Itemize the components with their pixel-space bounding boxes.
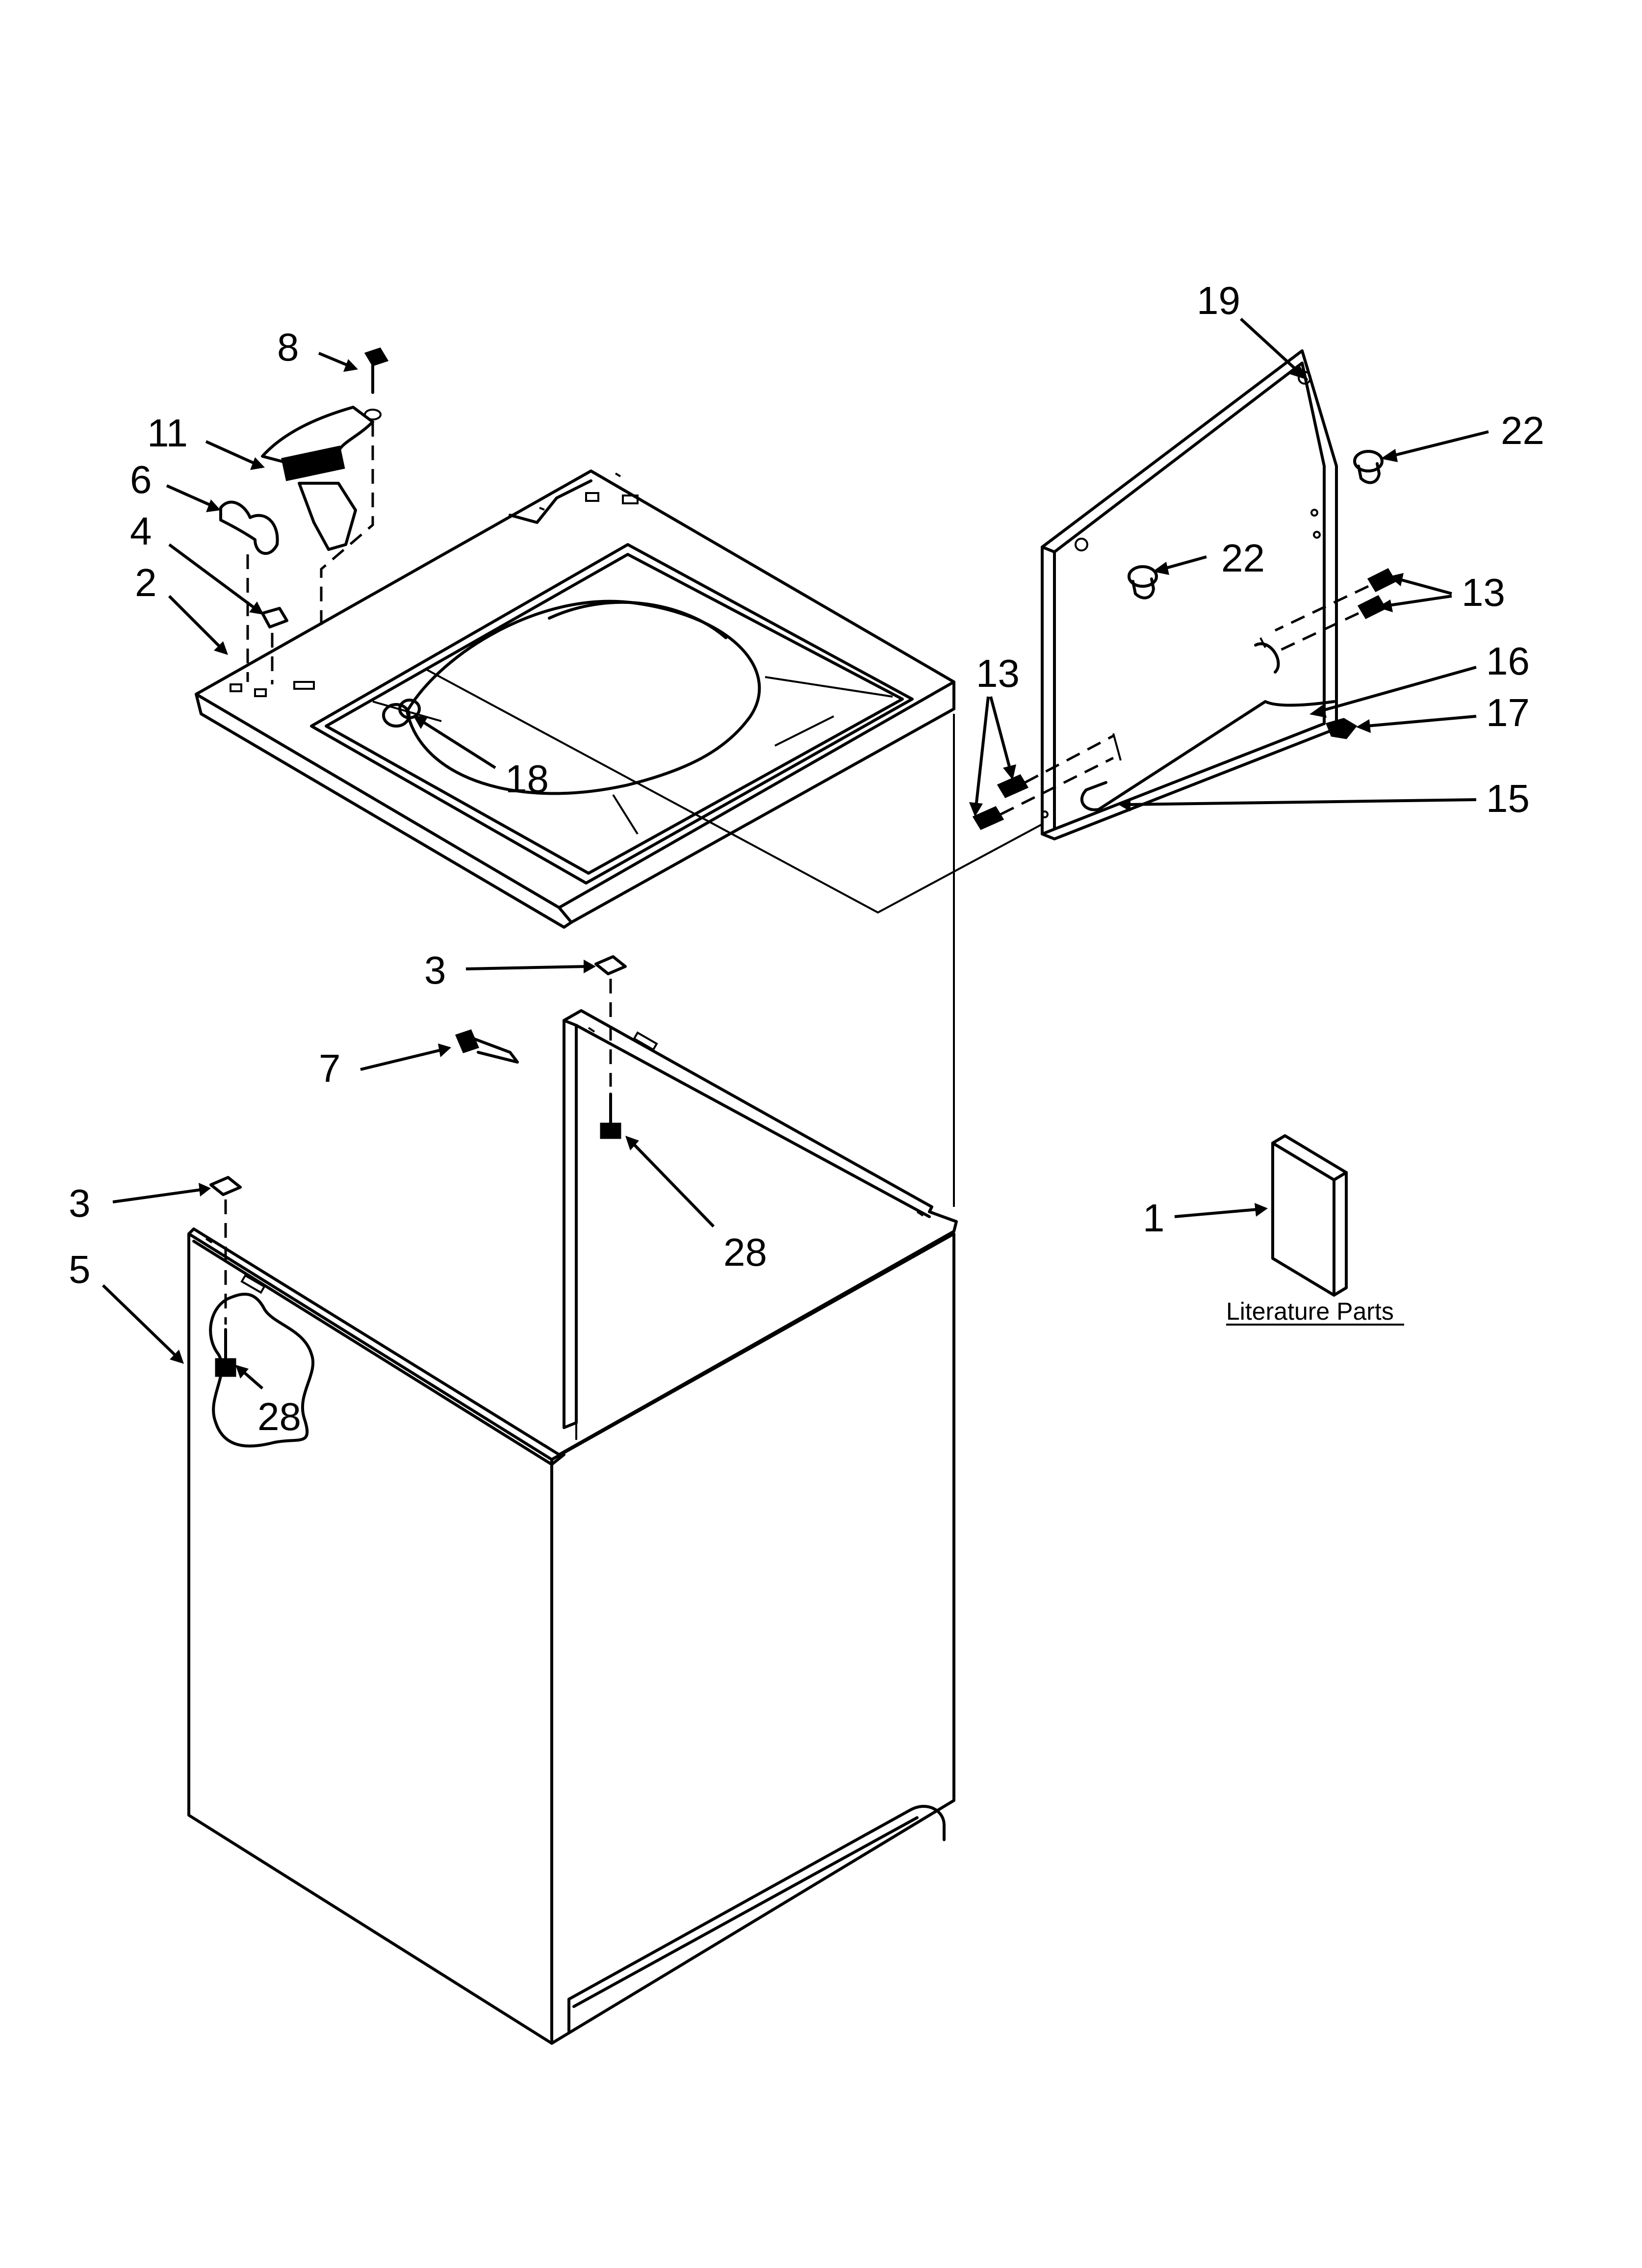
callout-2: 2 [135,561,157,604]
callout-22-lower: 22 [1221,536,1265,580]
screw-8-dashed-path [320,422,374,628]
callout-7: 7 [319,1046,341,1090]
callout-15: 15 [1486,777,1530,820]
hinge-leader-line [426,669,1043,914]
lid-bumper-lower-part-22 [1128,565,1158,600]
lid-bumper-upper-part-22 [1353,450,1384,484]
callout-17: 17 [1486,691,1530,734]
callout-13-upper: 13 [1462,571,1505,614]
screw-part-28-upper [600,1093,621,1139]
screw-part-28-lower [215,1328,236,1377]
callout-18: 18 [505,757,549,801]
cabinet [187,1009,958,2045]
callout-13-lower: 13 [976,652,1020,695]
clip-part-4 [261,607,288,628]
callout-3-upper: 3 [424,948,446,992]
literature-parts-caption: Literature Parts [1226,1298,1394,1325]
screw-part-7 [455,1029,519,1064]
callout-19: 19 [1197,279,1240,322]
callout-8: 8 [277,325,299,369]
screw-13-lower-dashed-path [1000,734,1114,816]
callout-28-lower: 28 [257,1395,301,1438]
lid-switch-part-11 [261,406,374,551]
lid-screws-upper-part-13 [1357,568,1397,619]
nut-part-3-upper [594,955,627,975]
callout-22-upper: 22 [1501,409,1544,452]
screw-part-8 [364,347,389,420]
lid-screws-lower-part-13 [972,774,1029,830]
callout-28-upper: 28 [723,1230,767,1274]
literature-booklet [1271,1134,1348,1297]
callout-5: 5 [69,1248,91,1291]
nut-part-17 [1325,718,1358,739]
bumper-part-18 [382,699,421,728]
callout-1: 1 [1143,1196,1165,1240]
clip-part-6 [219,500,279,555]
callout-16: 16 [1486,639,1530,683]
screw-13-upper-dashed-path [1274,585,1369,654]
top-panel [195,469,955,929]
callout-3-lower: 3 [69,1181,91,1225]
leader-lines [102,317,1489,1390]
callout-6: 6 [130,458,152,501]
callout-4: 4 [130,509,152,553]
lid [1041,349,1338,840]
nut-part-3-lower [209,1176,242,1196]
callout-11: 11 [147,411,188,455]
